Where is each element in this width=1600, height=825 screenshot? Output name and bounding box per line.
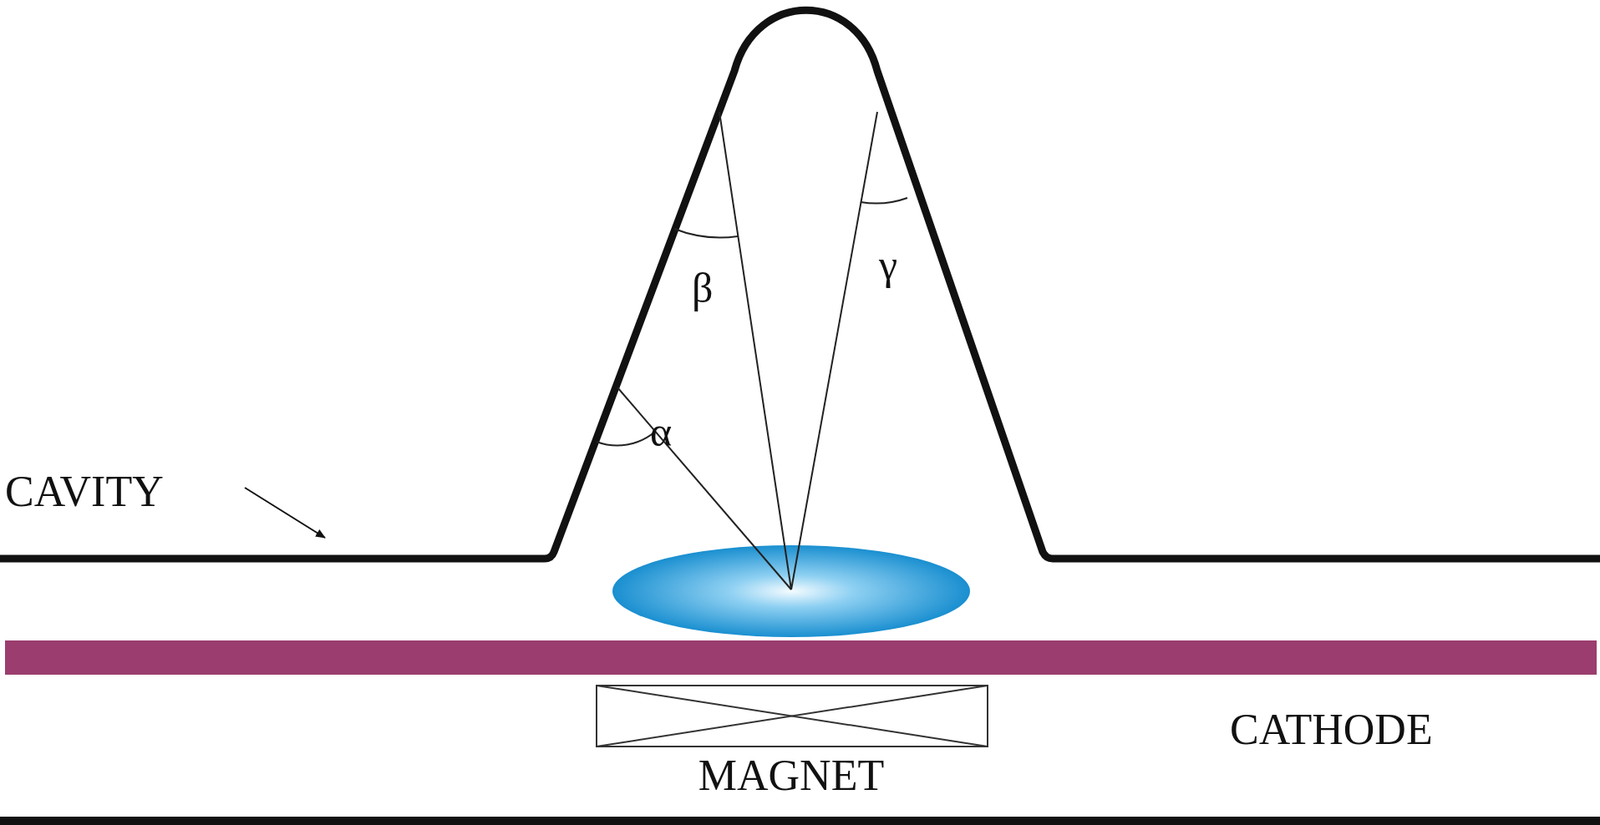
cathode-bar	[5, 640, 1597, 676]
angle-label: α	[650, 409, 672, 456]
bottom-bar	[0, 817, 1600, 825]
leader-arrow	[244, 487, 326, 539]
part-label: CAVITY	[5, 467, 164, 516]
angle-arcs	[596, 198, 908, 447]
ray-lines	[617, 111, 878, 590]
angle-label: γ	[878, 242, 898, 289]
cavity-outline	[0, 10, 1600, 559]
part-label: MAGNET	[698, 751, 884, 800]
angle-label: β	[691, 265, 713, 312]
plasma-ellipse	[612, 545, 971, 638]
part-label: CATHODE	[1229, 706, 1433, 754]
magnet-symbol	[596, 685, 988, 747]
